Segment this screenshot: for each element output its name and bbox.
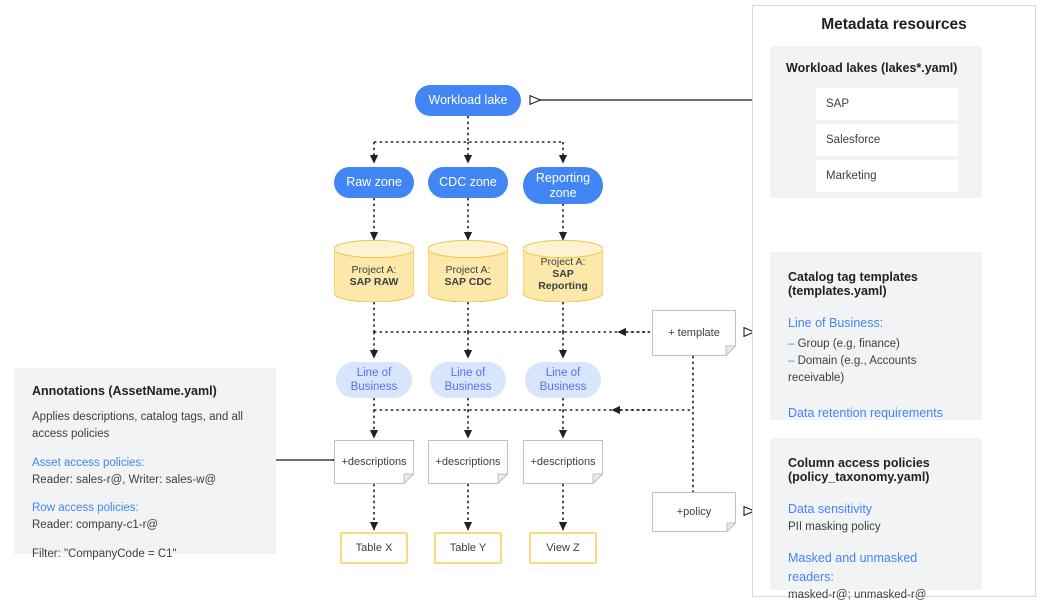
annotations-panel: Annotations (AssetName.yaml) Applies des… [14,368,276,560]
node-policy-label: +policy [676,505,712,518]
asset-access-policies-value: Reader: sales-r@, Writer: sales-w@ [32,473,217,486]
cylinder-shape [523,240,603,302]
note-shape [652,492,736,532]
bullet-text: Domain (e.g., Accounts receivable) [788,355,917,385]
node-reporting-zone-label: Reporting zone [535,170,591,200]
node-policy[interactable]: +policy [652,492,736,532]
column-policies-heading: Column access policies (policy_taxonomy.… [788,456,964,484]
masked-readers-value: masked-r@; unmasked-r@ [788,588,927,601]
node-workload-lake-label: Workload lake [428,93,508,108]
node-cdc-zone-label: CDC zone [439,175,497,190]
lob-line1: Line of [450,366,486,379]
node-descriptions-2-label: +descriptions [435,455,501,468]
node-table-y-label: Table Y [449,541,487,554]
bullet-dash: – [788,337,795,350]
note-shape [334,440,414,484]
lob-bullet-domain: – Domain (e.g., Accounts receivable) [788,353,964,388]
data-sensitivity-value: PII masking policy [788,520,881,533]
data-retention-heading: Data retention requirements [788,405,943,420]
node-view-z-label: View Z [546,541,580,554]
data-sensitivity-heading: Data sensitivity [788,502,873,516]
node-cdc-zone[interactable]: CDC zone [428,167,508,198]
node-descriptions-1-label: +descriptions [341,455,407,468]
node-raw-zone-label: Raw zone [346,175,402,190]
lake-card-marketing[interactable]: Marketing [816,160,958,192]
masked-readers-heading: Masked and unmasked readers: [788,551,918,584]
node-project-sap-reporting[interactable]: Project A: SAP Reporting [523,240,603,302]
cylinder-shape [334,240,414,302]
node-project-sap-cdc-label: Project A: SAP CDC [444,263,492,288]
catalog-templates-heading: Catalog tag templates (templates.yaml) [788,270,964,298]
note-shape [523,440,603,484]
lake-card-sap-label: SAP [826,98,850,110]
node-descriptions-3[interactable]: +descriptions [523,440,603,484]
note-shape [428,440,508,484]
node-project-sap-raw-label: Project A: SAP RAW [349,263,399,288]
node-project-sap-reporting-label: Project A: SAP Reporting [538,255,588,293]
column-access-policies-group: Column access policies (policy_taxonomy.… [770,438,982,601]
lob-line2: Business [444,381,492,393]
bullet-text: Group (e.g, finance) [797,337,900,350]
node-workload-lake[interactable]: Workload lake [415,85,521,116]
node-descriptions-3-label: +descriptions [530,455,596,468]
column-policies-heading-line1: Column access policies [788,456,930,470]
metadata-resources-title: Metadata resources [821,16,967,33]
node-project-sap-cdc[interactable]: Project A: SAP CDC [428,240,508,302]
lake-card-sap[interactable]: SAP [816,88,958,120]
workload-lakes-group: Workload lakes (lakes*.yaml) SAP Salesfo… [770,46,982,198]
node-view-z[interactable]: View Z [529,532,597,564]
node-line-of-business-3[interactable]: Line of Business [525,362,601,398]
catalog-templates-heading-line1: Catalog tag templates [788,270,918,284]
node-template[interactable]: + template [652,310,736,356]
node-table-x-label: Table X [355,541,393,554]
lake-card-salesforce[interactable]: Salesforce [816,124,958,156]
node-template-label: + template [668,326,720,339]
node-descriptions-1[interactable]: +descriptions [334,440,414,484]
node-table-y[interactable]: Table Y [434,532,502,564]
lob-line2: Business [350,381,398,393]
annotations-intro: Applies descriptions, catalog tags, and … [32,411,243,441]
lob-bullet-group: – Group (e.g, finance) [788,336,964,353]
annotations-filter: Filter: "CompanyCode = C1" [32,547,177,560]
bullet-dash: – [788,355,795,367]
catalog-templates-heading-line2: (templates.yaml) [788,284,887,298]
node-table-x[interactable]: Table X [340,532,408,564]
node-project-sap-raw[interactable]: Project A: SAP RAW [334,240,414,302]
row-access-policies-value: Reader: company-c1-r@ [32,519,159,532]
lob-line1: Line of [356,366,392,379]
node-line-of-business-1[interactable]: Line of Business [336,362,412,398]
row-access-policies-heading: Row access policies: [32,502,139,514]
lob-line2: Business [539,381,587,393]
node-line-of-business-2[interactable]: Line of Business [430,362,506,398]
catalog-tag-templates-group: Catalog tag templates (templates.yaml) L… [770,252,982,420]
line-of-business-heading: Line of Business: [788,316,884,330]
lake-card-salesforce-label: Salesforce [826,134,881,146]
note-shape [652,310,736,356]
asset-access-policies-heading: Asset access policies: [32,456,145,469]
lake-card-marketing-label: Marketing [826,170,877,182]
node-raw-zone[interactable]: Raw zone [334,167,414,198]
node-reporting-zone[interactable]: Reporting zone [523,167,603,204]
column-policies-heading-line2: (policy_taxonomy.yaml) [788,470,930,484]
lob-line1: Line of [545,366,581,379]
annotations-title: Annotations (AssetName.yaml) [32,384,217,398]
cylinder-shape [428,240,508,302]
workload-lakes-heading: Workload lakes (lakes*.yaml) [786,61,958,75]
node-descriptions-2[interactable]: +descriptions [428,440,508,484]
